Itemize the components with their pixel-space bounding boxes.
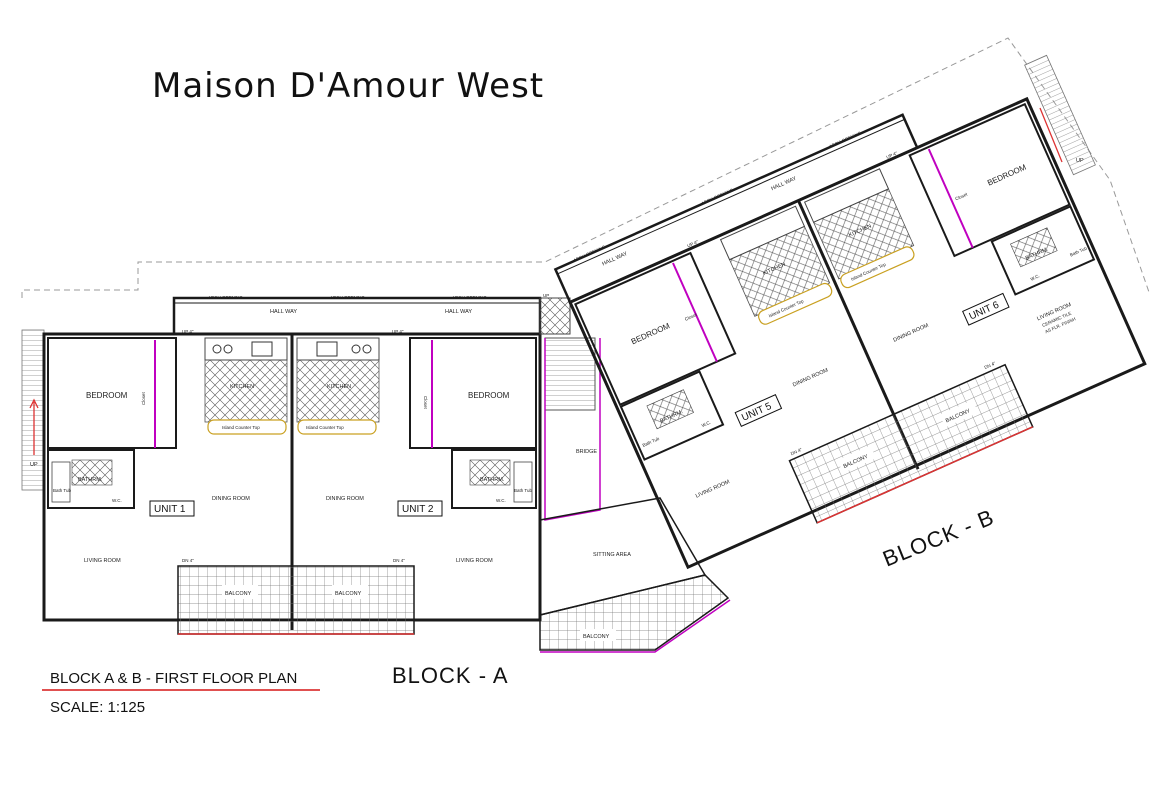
hallway-label-a1: HALL WAY	[270, 309, 297, 315]
arch-opening-b3: ARCH OPENING	[828, 130, 862, 149]
arch-opening-a3: ARCH OPENING	[452, 295, 487, 300]
unit2-kitchen-label: KITCHEN	[327, 384, 351, 390]
unit6-bedroom-label: BEDROOM	[986, 162, 1028, 187]
block-a-balcony	[177, 565, 415, 635]
unit1-island-label: Island Counter Top	[222, 425, 260, 430]
hallway-label-a2: HALL WAY	[445, 309, 472, 315]
unit2-island-label: Island Counter Top	[306, 425, 344, 430]
left-stair-up-label: UP	[30, 462, 38, 468]
arch-opening-b2: ARCH OPENING	[700, 187, 734, 206]
block-a: UP ARCH OPENING ARCH OPENING ARCH OPENIN…	[21, 295, 542, 635]
unit1-kitchen	[204, 359, 288, 423]
unit2-bathroom-label: BATHRM.	[480, 477, 505, 483]
unit2-bedroom-label: BEDROOM	[468, 391, 510, 400]
unit2-dn-label: DN 4"	[393, 558, 405, 563]
unit1-bathroom-label: BATHRM.	[78, 477, 103, 483]
unit6-closet-label: Closet	[954, 191, 968, 201]
unit1-bedroom-label: BEDROOM	[86, 391, 128, 400]
unit1-balcony-label: BALCONY	[225, 591, 252, 597]
unit1-up-label: UP 4"	[182, 329, 194, 334]
block-a-label: BLOCK - A	[392, 663, 509, 688]
unit1-dining-label: DINING ROOM	[212, 496, 250, 502]
unit1-kitchen-label: KITCHEN	[230, 384, 254, 390]
unit6-bedroom	[908, 102, 1071, 258]
unit5-bedroom	[574, 251, 737, 407]
plan-caption: BLOCK A & B - FIRST FLOOR PLAN	[50, 670, 297, 687]
arch-opening-a2: ARCH OPENING	[330, 295, 365, 300]
unit2-bathroom	[451, 449, 537, 509]
unit6-wc-label: W.C.	[1030, 273, 1041, 282]
unit1-living-label: LIVING ROOM	[84, 558, 121, 564]
unit1-bathtub-label: Bath Tub	[53, 488, 72, 493]
hallway-label-b1: HALL WAY	[601, 251, 628, 268]
sitting-area-label: SITTING AREA	[593, 552, 631, 558]
unit5-living-label: LIVING ROOM	[695, 479, 731, 500]
unit1-dn-label: DN 4"	[182, 558, 194, 563]
bridge-area: UP BRIDGE SITTING AREA BALCONY	[539, 293, 731, 653]
unit2-kitchen	[296, 359, 380, 423]
unit5-bathroom	[619, 370, 725, 461]
unit1-closet-label: Closet	[141, 391, 146, 405]
unit2-up-label: UP 4"	[392, 329, 404, 334]
unit2-balcony-label: BALCONY	[335, 591, 362, 597]
bridge-up-label: UP	[543, 293, 549, 298]
plan-title: Maison D'Amour West	[152, 66, 544, 106]
plan-scale: SCALE: 1:125	[50, 699, 145, 716]
unit5-dining-label: DINING ROOM	[792, 367, 829, 388]
unit6-dn-label: DN 4"	[984, 361, 997, 371]
bridge-balcony	[539, 574, 730, 651]
unit6-bathtub-label: Bath Tub	[1069, 245, 1088, 257]
unit2-bedroom	[409, 337, 537, 449]
right-exterior-stair	[1024, 54, 1096, 176]
unit5-dn-label: DN 4"	[790, 447, 803, 457]
arch-opening-a1: ARCH OPENING	[208, 295, 243, 300]
bridge-balcony-label: BALCONY	[583, 634, 610, 640]
unit5-up-label: UP 4"	[686, 239, 699, 248]
right-stair-up-label: UP	[1076, 158, 1084, 164]
unit2-closet-label: Closet	[423, 396, 428, 410]
unit5-bathtub-label: Bath Tub	[642, 436, 661, 448]
block-b-label: BLOCK - B	[879, 504, 998, 571]
unit5-closet-label: Closet	[684, 312, 698, 322]
unit2-wc-label: W.C.	[496, 498, 506, 503]
unit1-wc-label: W.C.	[112, 498, 122, 503]
unit5-bedroom-label: BEDROOM	[630, 321, 672, 346]
block-b: ARCH OPENING ARCH OPENING ARCH OPENING H…	[553, 96, 1147, 570]
arch-opening-b1: ARCH OPENING	[572, 244, 606, 263]
site-boundary	[21, 37, 1151, 298]
bridge-label: BRIDGE	[576, 449, 597, 455]
unit1-bathroom	[47, 449, 135, 509]
central-stair	[544, 337, 596, 411]
hallway-label-b2: HALL WAY	[770, 176, 797, 193]
unit6-bathroom	[990, 205, 1096, 296]
unit2-living-label: LIVING ROOM	[456, 558, 493, 564]
unit2-dining-label: DINING ROOM	[326, 496, 364, 502]
unit2-bathtub-label: Bath Tub	[514, 488, 533, 493]
unit1-bedroom	[47, 337, 177, 449]
unit2-label: UNIT 2	[402, 504, 434, 515]
unit6-dining-label: DINING ROOM	[893, 323, 930, 344]
unit5-wc-label: W.C.	[701, 420, 712, 429]
unit1-label: UNIT 1	[154, 504, 186, 515]
unit6-up-label: UP 4"	[886, 150, 899, 159]
